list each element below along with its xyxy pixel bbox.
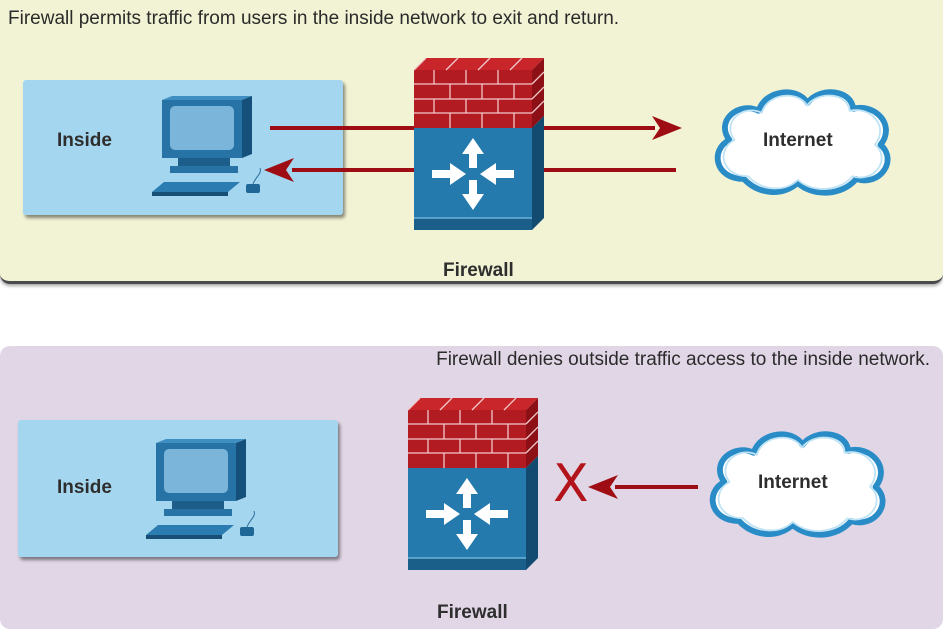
- deny-panel: Firewall denies outside traffic access t…: [0, 346, 943, 629]
- deny-caption: Firewall denies outside traffic access t…: [436, 349, 930, 370]
- permit-caption: Firewall permits traffic from users in t…: [8, 8, 620, 29]
- blocked-x-icon: X: [553, 454, 589, 514]
- arrow-icon: [588, 475, 698, 499]
- firewall-label: Firewall: [437, 602, 508, 623]
- inside-label: Inside: [57, 477, 112, 498]
- internet-label: Internet: [763, 130, 833, 151]
- firewall-icon: [414, 58, 544, 238]
- internet-label: Internet: [758, 472, 828, 493]
- permit-panel: Firewall permits traffic from users in t…: [0, 0, 943, 284]
- inside-label: Inside: [57, 130, 112, 151]
- firewall-label: Firewall: [443, 260, 514, 281]
